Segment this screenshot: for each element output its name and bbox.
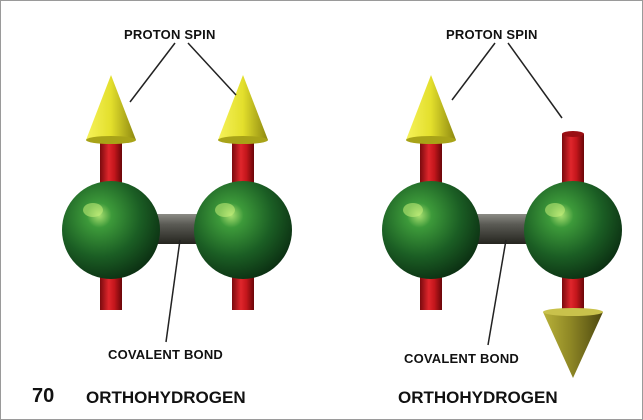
caption-right: ORTHOHYDROGEN	[398, 388, 558, 407]
proton-spin-label-right: PROTON SPIN	[446, 27, 538, 42]
spin-leader-line-left-1	[129, 42, 176, 103]
page-number: 70	[32, 385, 55, 407]
spin-leader-line-right-1	[451, 42, 496, 101]
hydrogen-atom-right-1	[382, 181, 480, 279]
covalent-bond-label-left: COVALENT BOND	[108, 347, 224, 362]
spin-leader-line-right-2	[507, 42, 563, 119]
spin-arrowhead-left-atom2-up	[218, 75, 268, 140]
spin-arrowhead-right-atom1-up	[406, 75, 456, 140]
covalent-bond-label-right: COVALENT BOND	[404, 351, 520, 366]
hydrogen-atom-left-1	[62, 181, 160, 279]
bond-leader-line-right	[487, 239, 507, 346]
caption-left: ORTHOHYDROGEN	[86, 388, 246, 407]
panel-right	[382, 42, 622, 378]
spin-arrowhead-left-atom1-up	[86, 75, 136, 140]
panel-left	[62, 42, 292, 343]
spin-arrowhead-right-atom2-down	[543, 312, 603, 378]
bond-leader-line-left	[165, 239, 181, 343]
spin-leader-line-left-2	[187, 42, 237, 96]
proton-spin-label-left: PROTON SPIN	[124, 27, 216, 42]
hydrogen-atom-right-2	[524, 181, 622, 279]
hydrogen-atom-left-2	[194, 181, 292, 279]
